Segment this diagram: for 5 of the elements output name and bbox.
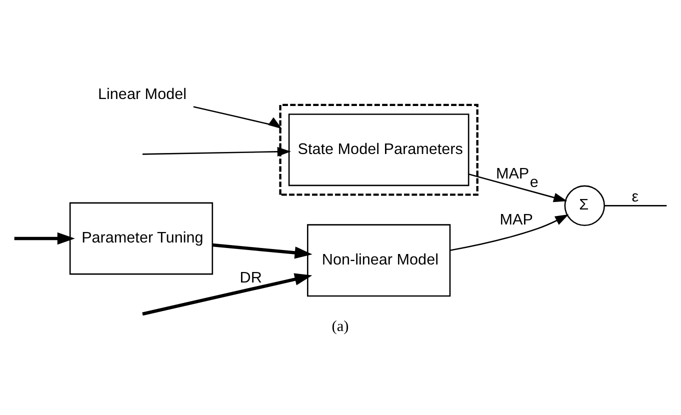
edge-label: DR <box>240 270 262 287</box>
edge-label: MAP <box>500 211 533 228</box>
edge-label: ε <box>632 188 639 206</box>
caption: (a) <box>332 318 349 336</box>
node-text: Linear Model <box>98 86 187 104</box>
